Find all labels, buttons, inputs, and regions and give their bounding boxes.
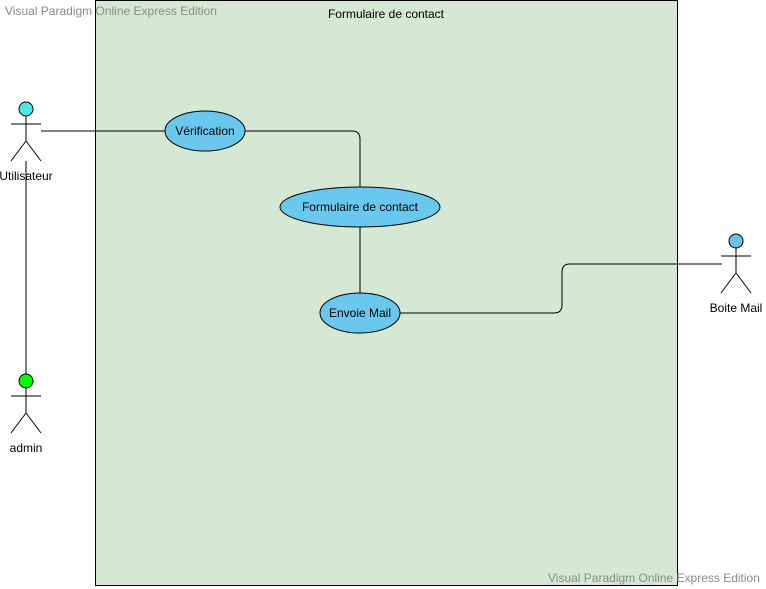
use-case-envoie-mail[interactable]: Envoie Mail — [319, 292, 401, 334]
system-title: Formulaire de contact — [328, 7, 445, 21]
use-case-verification-label: Vérification — [175, 124, 234, 138]
watermark-bottom: Visual Paradigm Online Express Edition — [548, 571, 760, 585]
actor-admin[interactable]: admin — [10, 373, 43, 455]
use-case-envoie-label: Envoie Mail — [329, 306, 391, 320]
association-verification-formulaire[interactable] — [245, 130, 361, 187]
use-case-formulaire-de-contact[interactable]: Formulaire de contact — [279, 186, 441, 228]
actor-boite-mail[interactable]: Boite Mail — [710, 233, 763, 315]
actor-boite-mail-label: Boite Mail — [710, 301, 763, 315]
actor-utilisateur-label: Utilisateur — [0, 169, 53, 183]
actor-admin-head-icon — [18, 373, 34, 389]
actor-admin-label: admin — [10, 441, 43, 455]
system-boundary[interactable] — [95, 0, 678, 586]
actor-utilisateur-head-icon — [18, 101, 34, 117]
use-case-verification[interactable]: Vérification — [164, 110, 246, 152]
actor-utilisateur[interactable]: Utilisateur — [0, 101, 53, 183]
use-case-formulaire-label: Formulaire de contact — [302, 200, 419, 214]
actor-boite-mail-head-icon — [728, 233, 744, 249]
association-envoie-boite-mail[interactable] — [400, 263, 722, 314]
watermark-top: Visual Paradigm Online Express Edition — [5, 4, 217, 18]
